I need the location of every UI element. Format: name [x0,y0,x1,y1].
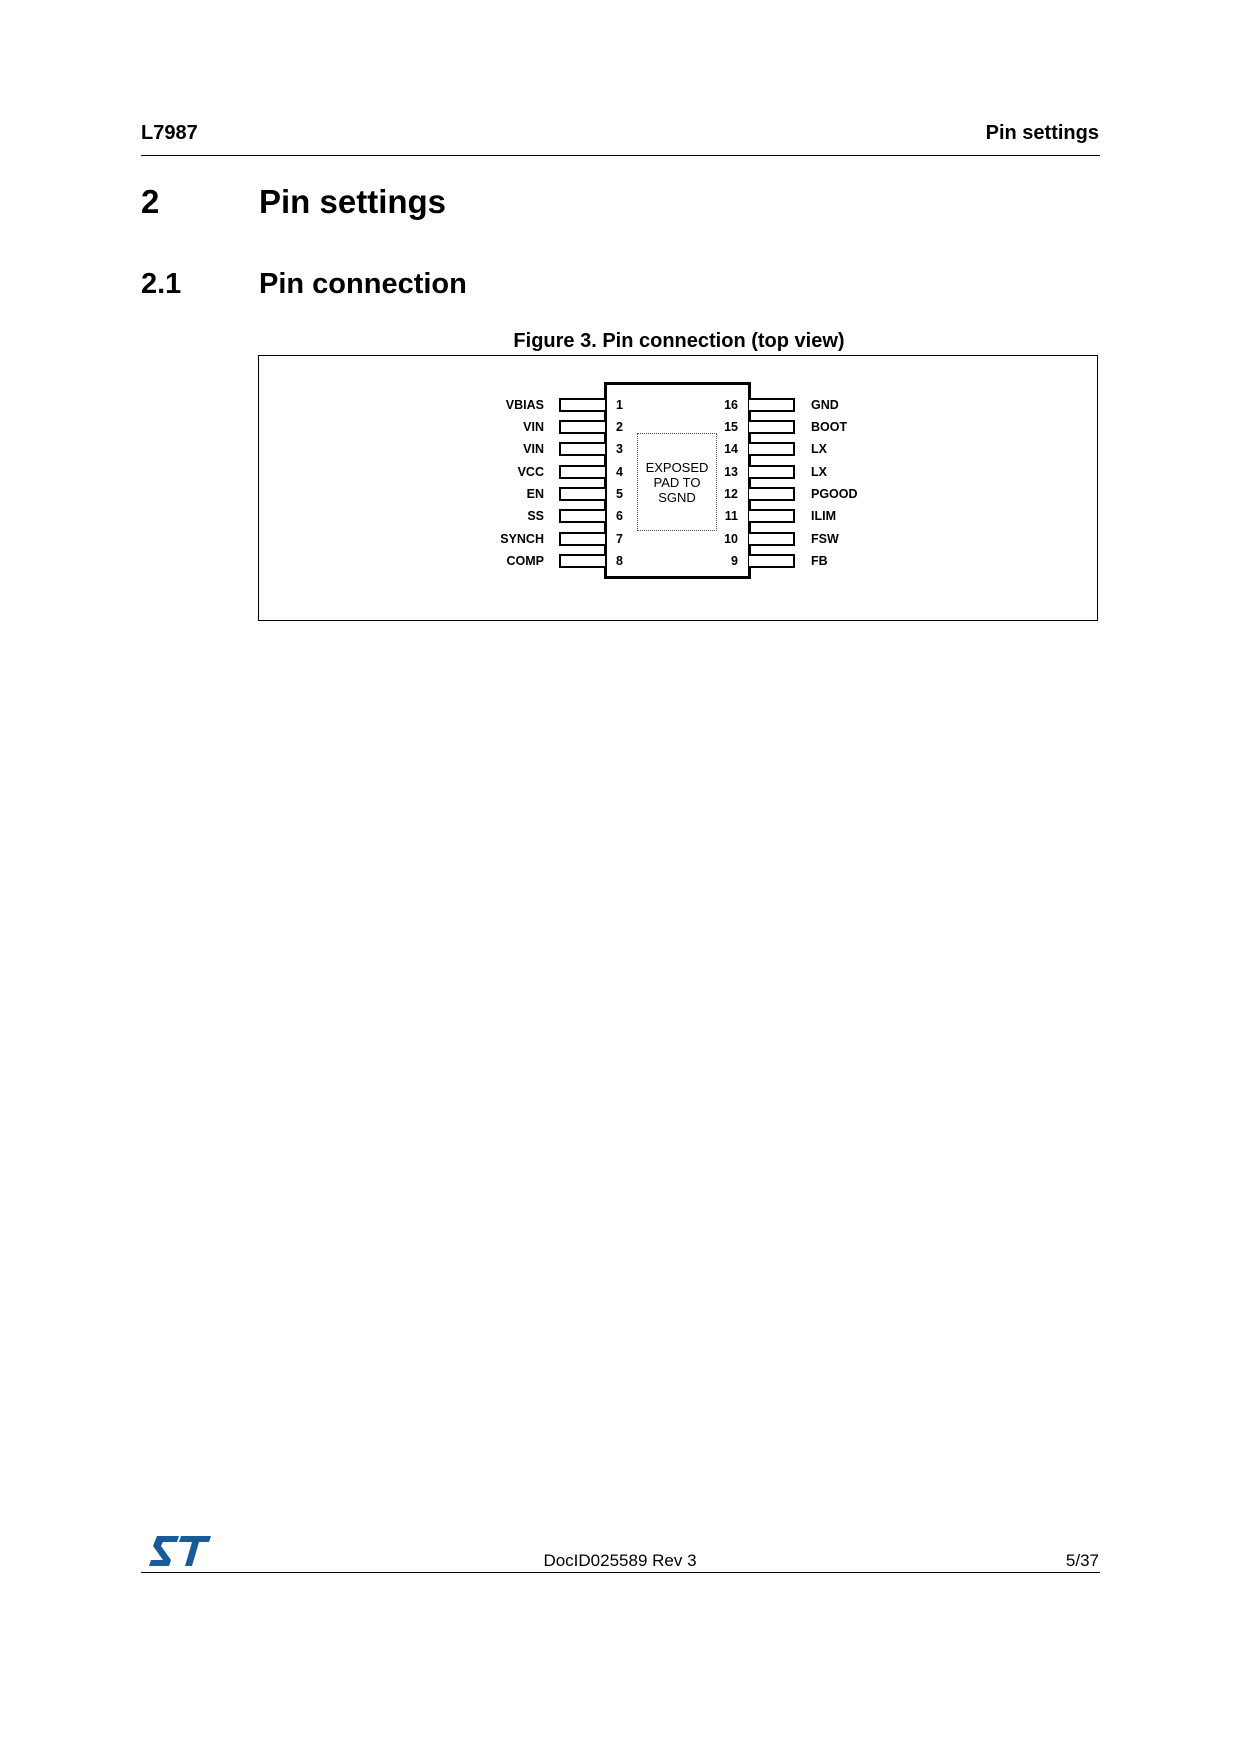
section-number: 2 [141,183,160,220]
pin-lead-left [559,532,605,546]
pin-number: 8 [616,554,623,568]
pin-label: FSW [811,532,839,546]
footer-divider [141,1572,1100,1573]
pin-number: 3 [616,442,623,456]
header-section-title: Pin settings [985,122,1099,144]
pin-label: FB [811,554,828,568]
pin-lead-left [559,554,605,568]
exposed-pad: EXPOSED PAD TO SGND [637,433,717,531]
pin-number: 13 [724,465,738,479]
subsection-title: Pin connection [259,268,467,300]
pin-label: SYNCH [500,532,544,546]
pin-lead-right [749,442,795,456]
pin-lead-left [559,442,605,456]
pin-lead-right [749,487,795,501]
subsection-number: 2.1 [141,268,182,300]
pin-number: 10 [724,532,738,546]
pin-lead-right [749,465,795,479]
figure-caption: Figure 3. Pin connection (top view) [513,330,845,352]
pin-number: 2 [616,420,623,434]
pin-label: LX [811,465,827,479]
pin-lead-left [559,398,605,412]
pin-number: 5 [616,487,623,501]
pin-label: VIN [523,442,544,456]
pin-label: EN [526,487,544,501]
exposed-pad-line-2: PAD TO [653,474,701,490]
header-doc-title: L7987 [141,122,198,144]
pin-number: 1 [616,398,623,412]
pin-label: GND [811,398,839,412]
figure-frame [258,355,1098,621]
pin-label: PGOOD [811,487,858,501]
pin-number: 6 [616,509,623,523]
pin-number: 4 [616,465,623,479]
pin-number: 15 [724,420,738,434]
pin-label: BOOT [811,420,848,434]
pin-lead-right [749,509,795,523]
pin-label: VCC [517,465,544,479]
pin-lead-right [749,554,795,568]
section-title: Pin settings [259,183,447,220]
pin-number: 16 [724,398,738,412]
pin-lead-left [559,465,605,479]
pin-label: ILIM [811,509,836,523]
footer-doc-id: DocID025589 Rev 3 [543,1551,697,1570]
st-logo-icon [149,1536,211,1566]
pin-lead-right [749,420,795,434]
chip-package [604,382,751,579]
pin-label: VIN [523,420,544,434]
pin-number: 11 [724,509,738,523]
pin-label: SS [527,509,544,523]
pin-lead-right [749,398,795,412]
pin-label: VBIAS [505,398,544,412]
footer-page-number: 5/37 [1065,1551,1099,1570]
pin-number: 7 [616,532,623,546]
pin-lead-left [559,420,605,434]
pin-number: 12 [724,487,738,501]
header-divider [141,155,1100,156]
pin-label: COMP [506,554,545,568]
exposed-pad-line-1: EXPOSED [645,459,709,475]
pin-label: LX [811,442,827,456]
pin-lead-left [559,487,605,501]
pin-number: 9 [731,554,738,568]
pin-lead-right [749,532,795,546]
exposed-pad-line-3: SGND [658,489,696,505]
pin-number: 14 [724,442,738,456]
pin-lead-left [559,509,605,523]
